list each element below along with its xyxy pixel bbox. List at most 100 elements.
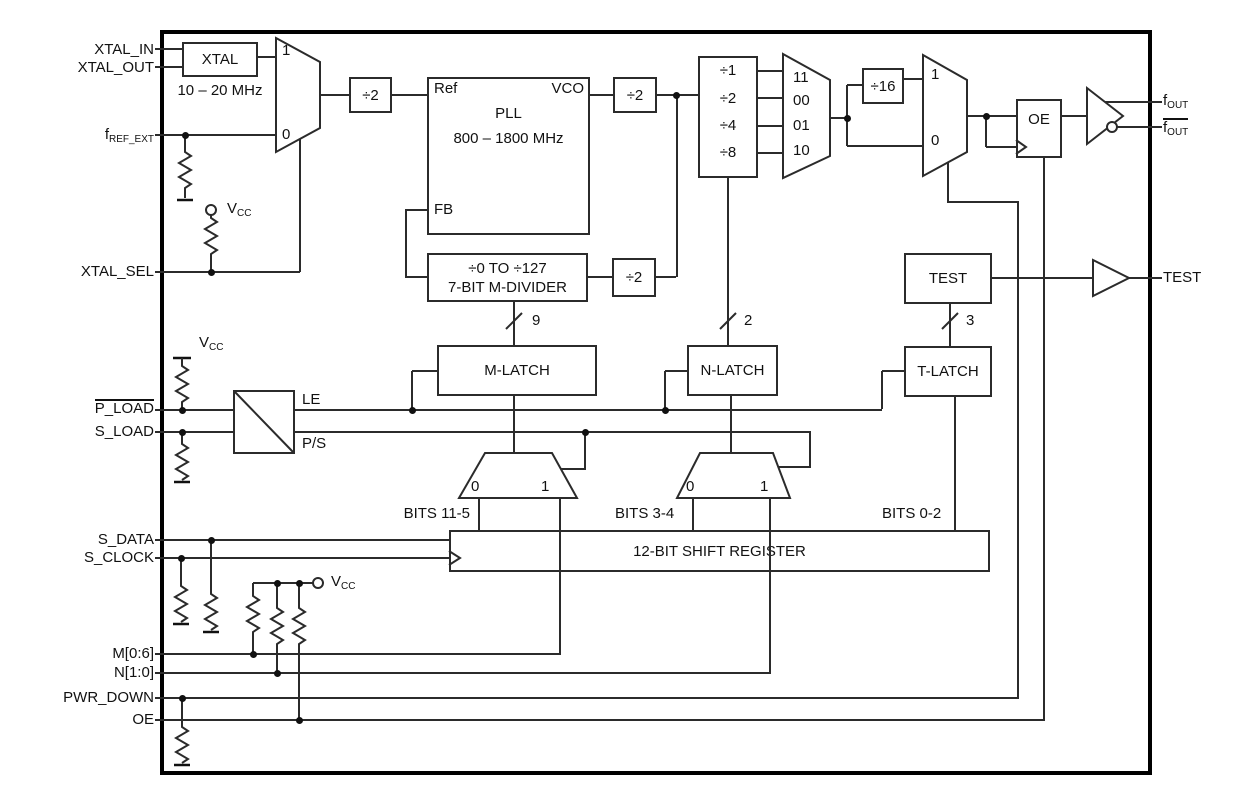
- junction-dot: [207, 268, 215, 276]
- t-latch-label: T-LATCH: [917, 363, 979, 380]
- xtal-mux-input1-label: 1: [282, 42, 291, 59]
- pin-s-data: S_DATA: [0, 531, 154, 548]
- wire: [1043, 158, 1045, 720]
- n-bits-mux-input0-label: 0: [686, 478, 695, 495]
- div16-bypass-mux: [922, 53, 968, 178]
- test-block: TEST: [904, 253, 992, 304]
- wire: [405, 209, 427, 211]
- wire: [947, 162, 949, 202]
- wire: [904, 78, 923, 80]
- junction-dot: [408, 406, 416, 414]
- wire: [758, 70, 783, 72]
- pll-range-label: 800 – 1800 MHz: [453, 130, 564, 147]
- pin-xtal-in-label: XTAL_IN: [94, 41, 154, 58]
- output-divider-block: [698, 56, 758, 178]
- wire: [513, 396, 515, 453]
- pin-pwr-down-label: PWR_DOWN: [63, 689, 154, 706]
- pin-s-load-label: S_LOAD: [94, 423, 154, 440]
- wire: [727, 178, 729, 345]
- resistor-sclock-icon: [173, 559, 189, 623]
- wire: [779, 466, 810, 468]
- m-latch-label: M-LATCH: [484, 362, 550, 379]
- vcc-label-pullup-rail: VCC: [331, 573, 355, 595]
- chip-boundary: [160, 30, 1152, 775]
- vcc-sub: CC: [237, 208, 252, 219]
- pin-s-load: S_LOAD: [0, 423, 154, 440]
- pin-s-clock: S_CLOCK: [0, 549, 154, 566]
- t-latch-block: T-LATCH: [904, 346, 992, 397]
- wire: [656, 276, 676, 278]
- wire: [1117, 126, 1162, 128]
- wire: [992, 277, 1093, 279]
- n-mux-sel11-label: 11: [793, 69, 809, 86]
- out-mux-input0-label: 0: [931, 132, 940, 149]
- vcc-base: V: [227, 200, 238, 217]
- junction-dot: [249, 650, 257, 658]
- pin-p-load-label: P_LOAD: [94, 399, 154, 417]
- divider-d1-label: ÷1: [719, 62, 737, 79]
- xtal-ref-mux: [275, 36, 321, 154]
- pll-ref-label: Ref: [434, 80, 458, 97]
- wire: [155, 409, 233, 411]
- load-control-diagonal: [234, 391, 294, 453]
- pll-block: [427, 77, 590, 235]
- wire: [881, 371, 883, 409]
- wire: [758, 125, 783, 127]
- junction-dot: [178, 406, 186, 414]
- xtal-mux-input0-label: 0: [282, 126, 291, 143]
- vcc-sub: CC: [209, 342, 224, 353]
- div16-block: ÷16: [862, 68, 904, 104]
- wire: [405, 209, 407, 277]
- resistor-pwrdown-icon: [174, 699, 190, 764]
- wire: [295, 431, 811, 433]
- resistor-pload-icon: [174, 358, 190, 409]
- pin-pwr-down: PWR_DOWN: [0, 689, 154, 706]
- divider-d4-label: ÷4: [719, 117, 737, 134]
- wire: [676, 95, 678, 277]
- wire: [405, 276, 427, 278]
- divider-d8-label: ÷8: [719, 144, 737, 161]
- junction-dot: [295, 579, 303, 587]
- oe-block-label: OE: [1028, 111, 1050, 128]
- pll-vco-label: VCO: [551, 80, 584, 97]
- pin-oe: OE: [0, 711, 154, 728]
- wire: [664, 371, 666, 409]
- pin-p-load: P_LOAD: [0, 399, 154, 417]
- m-divider-block: ÷0 TO ÷127 7-BIT M-DIVIDER: [427, 253, 588, 302]
- divider-d2-label: ÷2: [719, 90, 737, 107]
- pin-oe-label: OE: [132, 711, 154, 728]
- resistor-n-pullup-icon: [269, 583, 285, 672]
- m-bits-mux: [457, 452, 579, 499]
- junction-dot: [295, 716, 303, 724]
- wire: [478, 498, 480, 530]
- wire: [155, 653, 561, 655]
- ps-label: P/S: [302, 435, 327, 452]
- resistor-oe-pullup-icon: [291, 583, 307, 719]
- pin-n-bus-label: N[1:0]: [113, 664, 154, 681]
- junction-dot: [661, 406, 669, 414]
- wire: [949, 304, 951, 346]
- div16-label: ÷16: [870, 77, 896, 95]
- junction-dot: [177, 554, 185, 562]
- t-bus-width-label: 3: [966, 312, 975, 329]
- wire: [665, 370, 687, 372]
- pin-f-out-n-wrap: fOUT: [1163, 118, 1189, 140]
- vcc-label-xtal-sel: VCC: [227, 200, 251, 222]
- pin-m-bus-label: M[0:6]: [112, 645, 154, 662]
- wire: [155, 672, 771, 674]
- div2-vco-label: ÷2: [626, 86, 644, 104]
- wire: [411, 371, 413, 409]
- n-bus-width-label: 2: [744, 312, 753, 329]
- wire: [847, 145, 923, 147]
- pin-f-out-n-base: f: [1163, 119, 1168, 136]
- div2-vco-block: ÷2: [613, 77, 657, 113]
- vcc-base: V: [199, 334, 210, 351]
- wire: [253, 582, 313, 584]
- n-latch-label: N-LATCH: [700, 362, 765, 379]
- pin-f-ref-ext: fREF_EXT: [0, 126, 154, 148]
- shift-register-clock-triangle-icon: [448, 550, 462, 566]
- m-bus-width-label: 9: [532, 312, 541, 329]
- wire: [559, 498, 561, 654]
